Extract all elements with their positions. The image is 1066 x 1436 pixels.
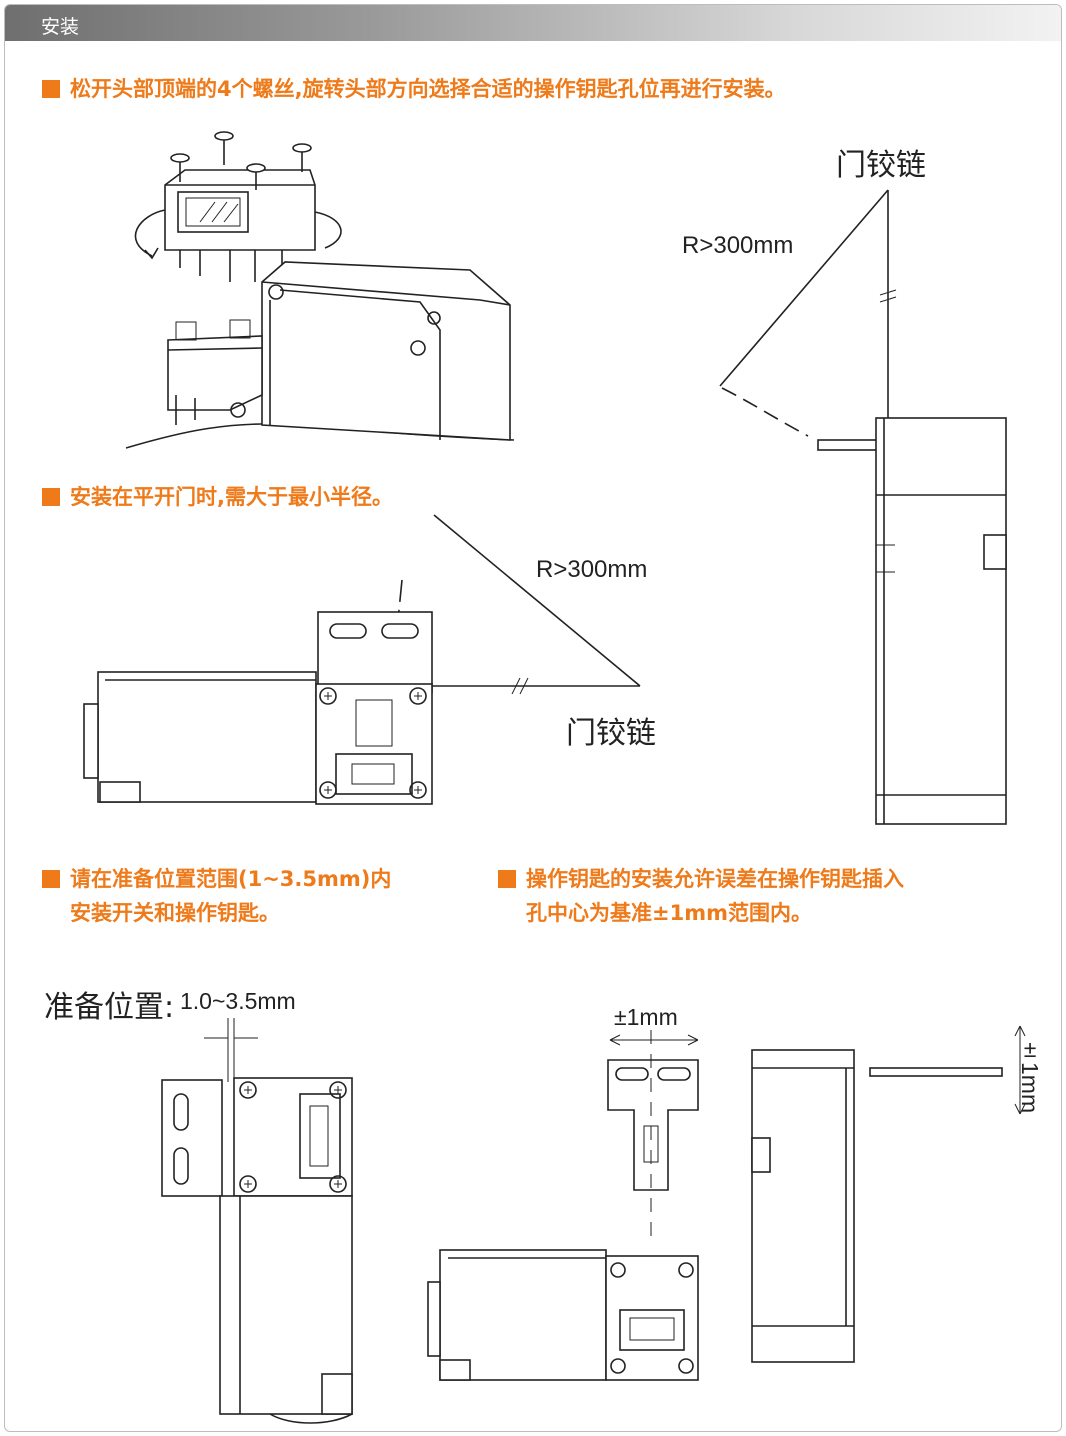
swing-radius-side-drawing xyxy=(719,189,1007,825)
screw-icon xyxy=(610,1262,694,1374)
hinge-top-view-drawing xyxy=(83,514,641,805)
head-rotation-drawing xyxy=(125,131,515,449)
tolerance-label-vertical: ±1mm xyxy=(1017,1036,1043,1114)
note-min-radius: 安装在平开门时,需大于最小半径。 xyxy=(42,480,393,514)
prep-position-drawing xyxy=(161,1018,353,1424)
bullet-square-icon xyxy=(498,870,516,888)
tolerance-label-horizontal: ±1mm xyxy=(614,1004,678,1030)
section-header-bar: 安装 xyxy=(5,5,1061,41)
note-text-line2: 安装开关和操作钥匙。 xyxy=(70,901,280,925)
screw-icon xyxy=(319,687,427,799)
note-text-line1: 请在准备位置范围(1~3.5mm)内 xyxy=(70,867,392,891)
note-rotate-head: 松开头部顶端的4个螺丝,旋转头部方向选择合适的操作钥匙孔位再进行安装。 xyxy=(42,72,786,106)
screw-icon xyxy=(239,1081,347,1193)
radius-label-top: R>300mm xyxy=(682,232,794,259)
section-title: 安装 xyxy=(41,16,80,38)
note-prep-position: 请在准备位置范围(1~3.5mm)内 安装开关和操作钥匙。 xyxy=(42,862,391,930)
note-key-tolerance: 操作钥匙的安装允许误差在操作钥匙插入 孔中心为基准±1mm范围内。 xyxy=(498,862,904,930)
page-frame: 安装 xyxy=(4,4,1062,1432)
note-text: 安装在平开门时,需大于最小半径。 xyxy=(70,485,393,509)
note-text: 松开头部顶端的4个螺丝,旋转头部方向选择合适的操作钥匙孔位再进行安装。 xyxy=(70,77,786,101)
hinge-label-top: 门铰链 xyxy=(836,148,926,183)
prep-position-range: 1.0~3.5mm xyxy=(180,988,296,1014)
radius-label-mid: R>300mm xyxy=(536,556,648,583)
hinge-label-mid: 门铰链 xyxy=(566,716,656,751)
bullet-square-icon xyxy=(42,80,60,98)
bullet-square-icon xyxy=(42,870,60,888)
note-text-line2: 孔中心为基准±1mm范围内。 xyxy=(526,901,812,925)
bullet-square-icon xyxy=(42,488,60,506)
note-text-line1: 操作钥匙的安装允许误差在操作钥匙插入 xyxy=(526,867,904,891)
prep-position-title: 准备位置: xyxy=(44,990,175,1025)
screw-icon xyxy=(170,131,312,190)
key-tolerance-drawing xyxy=(427,1025,1026,1381)
